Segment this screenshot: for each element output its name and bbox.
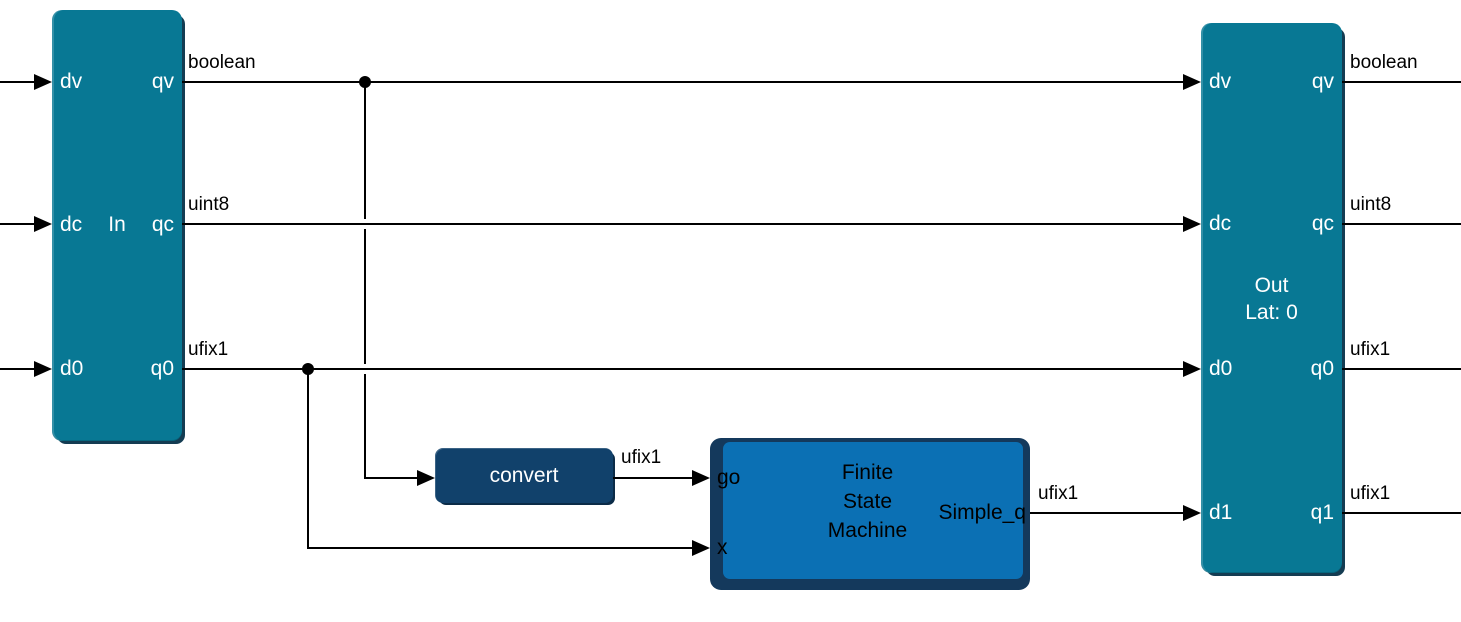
wire-uint8[interactable] [182,216,1201,232]
out-port-dc: dc [1209,212,1232,235]
arrowhead-fsm-x [692,540,710,556]
wire-external-d0[interactable] [0,361,52,377]
in-port-qc: qc [151,213,174,236]
signal-label-convert-out: ufix1 [621,447,662,468]
wire-external-dc[interactable] [0,216,52,232]
out-port-q1: q1 [1310,501,1334,524]
out-port-qc: qc [1311,212,1334,235]
fsm-title-line3: Machine [827,519,908,542]
wire-fsm-to-out[interactable] [1030,505,1201,521]
junction-dot-ufix1 [302,363,314,375]
out-block-title: Out [1254,274,1289,297]
out-port-q0: q0 [1310,357,1334,380]
in-block[interactable]: dv qv dc qc d0 q0 In [52,10,182,441]
signal-label-ufix1-right: ufix1 [1350,339,1391,360]
fsm-title-line2: State [842,490,893,513]
signal-label-ufix1-right-q1: ufix1 [1350,483,1391,504]
fsm-port-go: go [717,466,741,489]
in-port-dv: dv [60,70,83,93]
fsm-block[interactable]: Finite State Machine go x Simple_q [710,438,1030,590]
out-port-d0: d0 [1209,357,1233,380]
out-port-d1: d1 [1209,501,1233,524]
wire-external-dv[interactable] [0,74,52,90]
out-block[interactable]: dv qv dc qc d0 q0 d1 q1 Out Lat: 0 [1201,23,1342,573]
arrowhead-fsm-go [692,470,710,486]
in-block-title: In [108,213,126,236]
arrowhead-out-d1 [1183,505,1201,521]
fsm-output-port-label: Simple_q [938,501,1026,524]
fsm-title-line1: Finite [841,461,894,484]
junction-dot-boolean [359,76,371,88]
arrowhead-in-dc [34,216,52,232]
in-port-dc: dc [60,213,83,236]
arrowhead-out-dv [1183,74,1201,90]
wire-convert-to-fsm[interactable] [613,470,710,486]
arrowhead-in-d0 [34,361,52,377]
out-block-latency: Lat: 0 [1245,301,1298,324]
in-port-q0: q0 [150,357,174,380]
arrowhead-out-d0 [1183,361,1201,377]
in-port-d0: d0 [60,357,84,380]
wire-boolean[interactable] [182,74,1201,486]
out-port-dv: dv [1209,70,1232,93]
fsm-block-face [723,442,1023,579]
convert-block-title: convert [489,463,559,487]
signal-label-ufix1-left: ufix1 [188,339,229,360]
signal-label-boolean-right: boolean [1350,52,1418,73]
fsm-port-x: x [717,536,728,559]
convert-block[interactable]: convert [435,448,613,503]
arrowhead-out-dc [1183,216,1201,232]
out-port-qv: qv [1311,70,1334,93]
wire-ufix1[interactable] [182,361,1201,556]
signal-label-fsm-out: ufix1 [1038,483,1079,504]
signal-label-uint8-right: uint8 [1350,194,1392,215]
fsm-block-title: Finite State Machine [750,458,985,545]
arrowhead-convert-in [417,470,435,486]
in-port-qv: qv [151,70,174,93]
arrowhead-in-dv [34,74,52,90]
signal-label-uint8-left: uint8 [188,194,230,215]
signal-label-boolean-left: boolean [188,52,256,73]
